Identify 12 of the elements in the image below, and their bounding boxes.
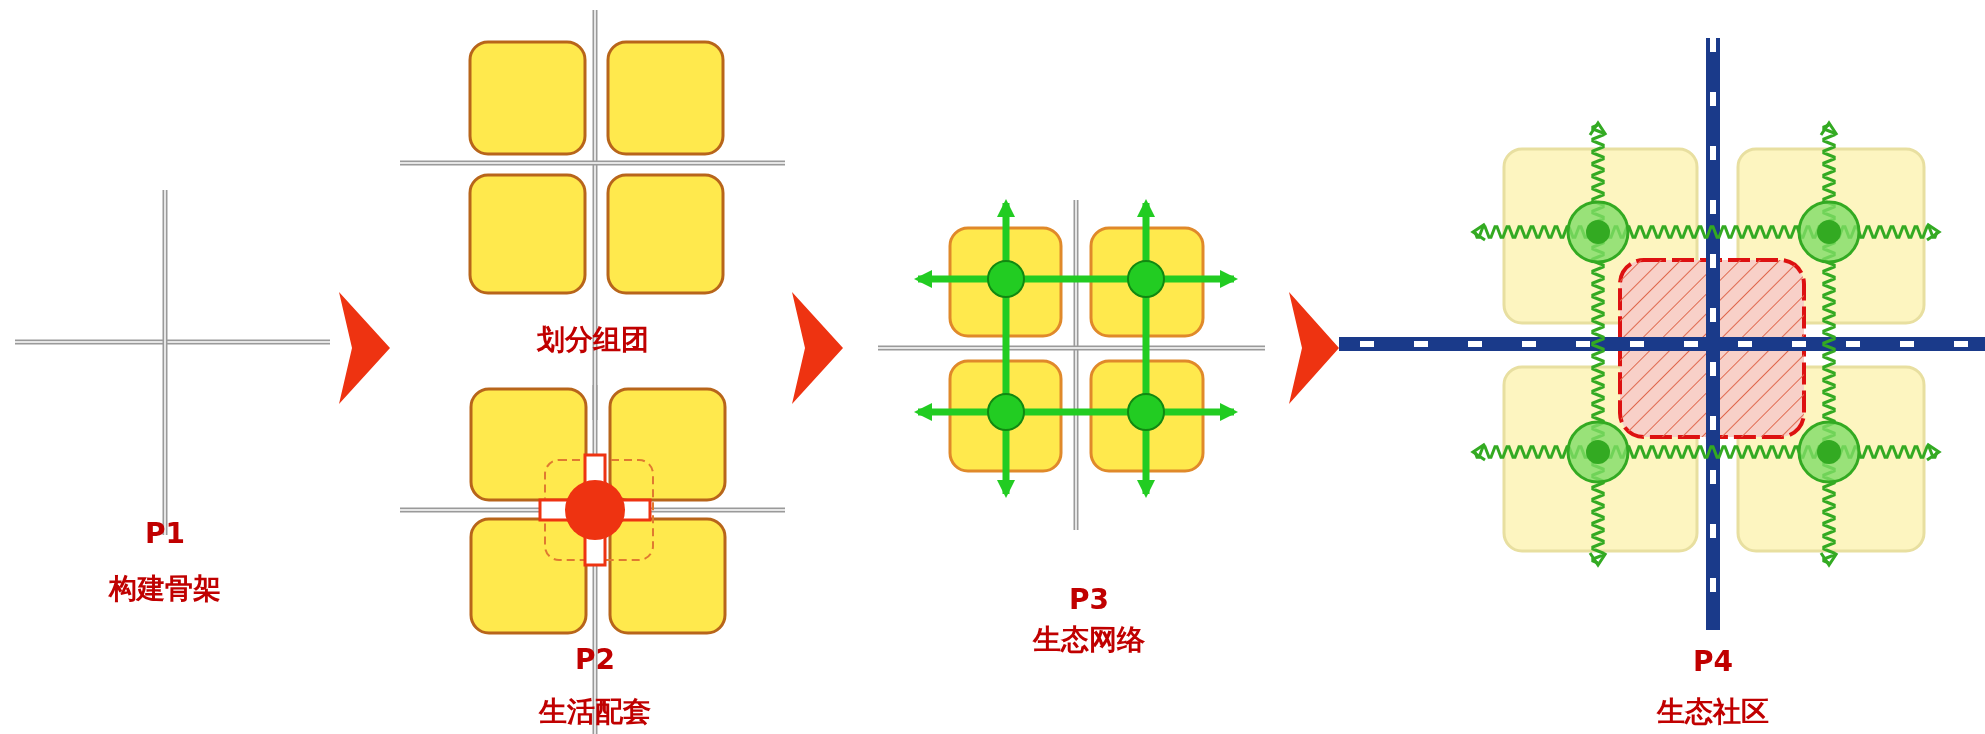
chevron-arrow <box>1289 292 1339 404</box>
stage-caption: 生态网络 <box>1033 624 1145 656</box>
chevron-arrow <box>792 292 843 404</box>
stage-caption: 构建骨架 <box>109 573 221 605</box>
stage-caption: 生活配套 <box>539 696 651 728</box>
stage-label: P3 <box>1069 584 1109 616</box>
group-caption: 划分组团 <box>537 324 649 356</box>
stage-label: P1 <box>145 518 185 550</box>
stage-caption: 生态社区 <box>1657 696 1769 728</box>
stage-label: P4 <box>1693 646 1733 678</box>
chevron-arrow <box>339 292 390 404</box>
stage-label: P2 <box>575 644 615 676</box>
